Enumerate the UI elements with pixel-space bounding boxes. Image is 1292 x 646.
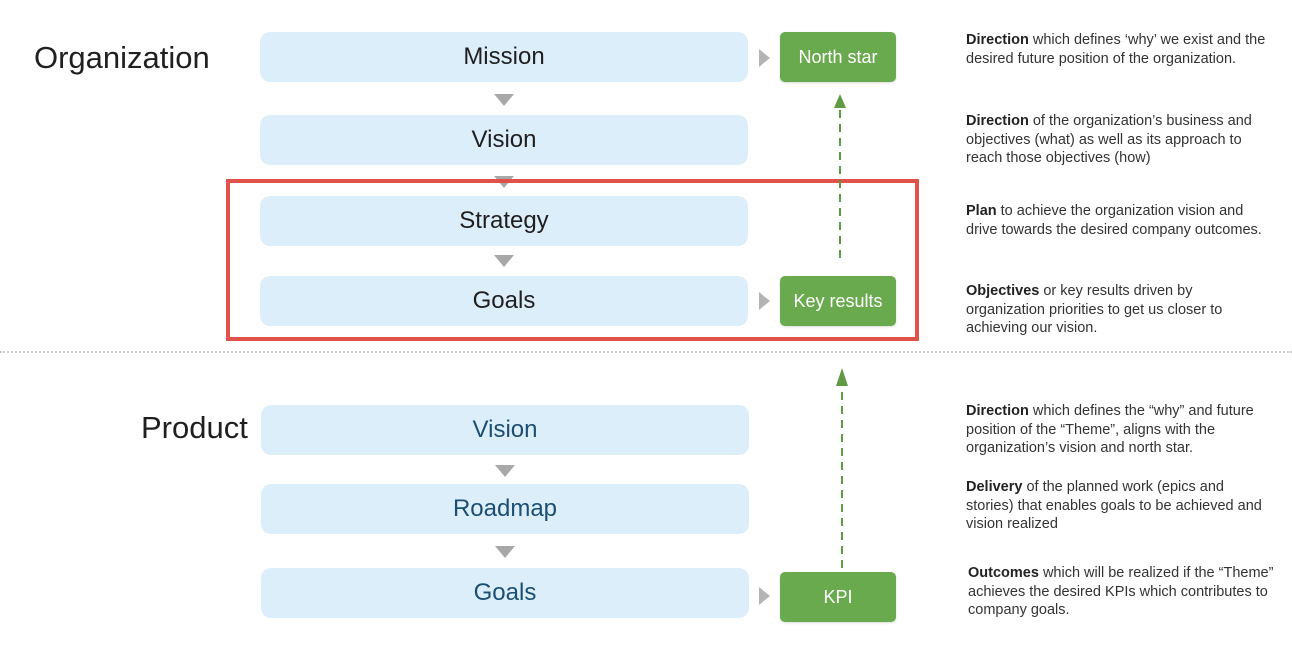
north-star-box: North star: [780, 32, 896, 82]
product-title: Product: [141, 410, 248, 445]
kpi-box: KPI: [780, 572, 896, 622]
pill-roadmap: Roadmap: [261, 484, 749, 534]
arrow-up-icon: [834, 94, 846, 108]
pill-product-vision: Vision: [261, 405, 749, 455]
pill-goals: Goals: [260, 276, 748, 326]
right-arrow-icon: [759, 587, 770, 605]
description-goals: Objectives or key results driven by orga…: [966, 283, 1223, 336]
arrow-up-icon: [836, 368, 848, 386]
section-divider: [0, 351, 1292, 353]
pill-vision: Vision: [260, 115, 748, 165]
down-arrow-icon: [495, 546, 515, 558]
pill-mission: Mission: [260, 32, 748, 82]
down-arrow-icon: [494, 255, 514, 267]
down-arrow-icon: [494, 94, 514, 106]
description-product-goals: Outcomes which will be realized if the “…: [968, 565, 1274, 618]
description-product-vision: Direction which defines the “why” and fu…: [966, 403, 1254, 456]
strategy-goals-highlight: [226, 179, 919, 341]
pill-product-goals: Goals: [261, 568, 749, 618]
key-results-box: Key results: [780, 276, 896, 326]
right-arrow-icon: [759, 292, 770, 310]
description-strategy: Plan to achieve the organization vision …: [966, 203, 1262, 238]
down-arrow-icon: [495, 465, 515, 477]
description-mission: Direction which defines ‘why’ we exist a…: [966, 32, 1266, 67]
pill-strategy: Strategy: [260, 196, 748, 246]
description-vision: Direction of the organization’s business…: [966, 113, 1252, 166]
description-roadmap: Delivery of the planned work (epics and …: [966, 479, 1262, 532]
right-arrow-icon: [759, 49, 770, 67]
organization-title: Organization: [34, 40, 210, 75]
